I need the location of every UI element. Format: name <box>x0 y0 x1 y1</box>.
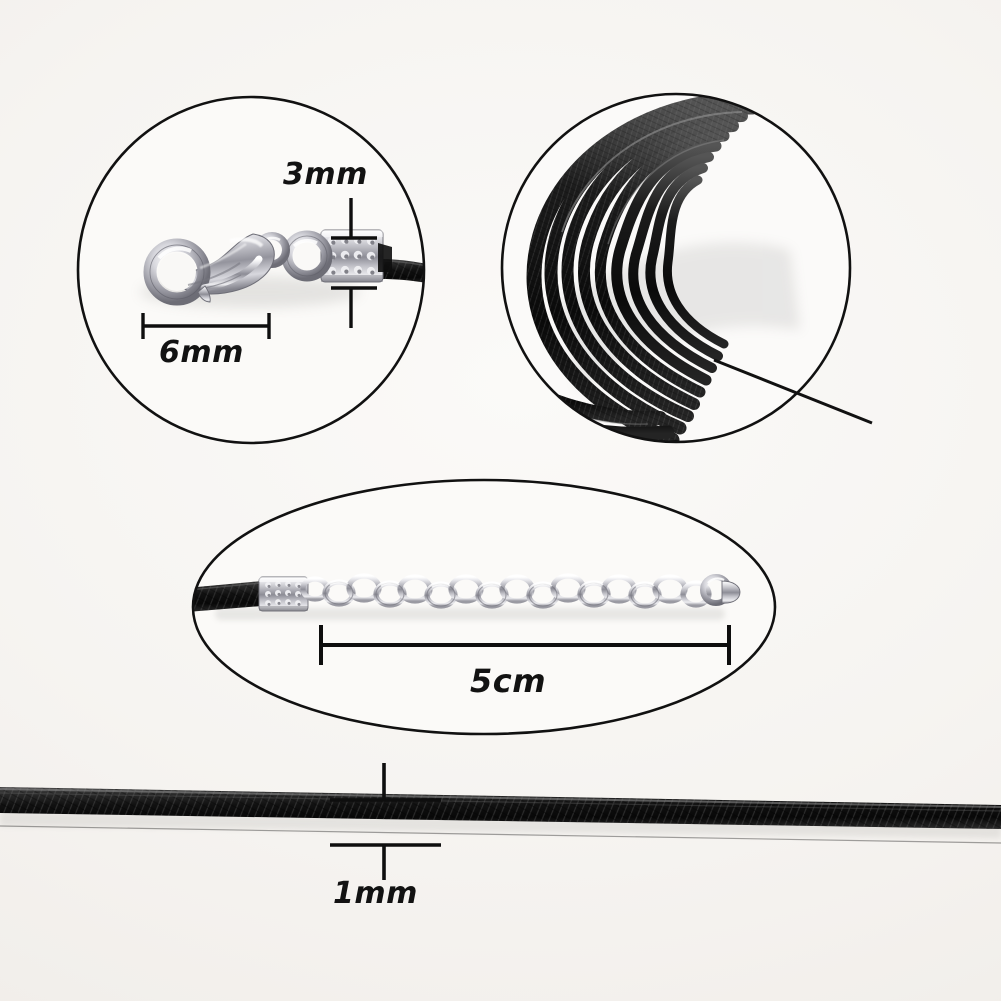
cord-thickness-photo <box>0 787 1001 844</box>
measure-6mm <box>141 313 271 339</box>
cord-callout-circle <box>500 92 852 444</box>
cord-stub <box>193 581 262 612</box>
extender-drop-tag <box>700 574 741 606</box>
measurement-label-3mm: 3mm <box>283 157 368 192</box>
cord-coil <box>502 94 772 442</box>
cord-callout-leader-line <box>713 358 873 425</box>
measure-5cm <box>319 625 731 665</box>
measurement-label-5cm: 5cm <box>470 662 547 700</box>
extender-chain-photo <box>193 480 775 734</box>
clasp-callout-circle <box>76 95 426 445</box>
extender-callout-ellipse <box>191 478 777 736</box>
lobster-clasp <box>143 233 275 306</box>
measurement-layer <box>141 198 731 880</box>
measurement-label-1mm: 1mm <box>333 876 418 911</box>
cord-coil-photo <box>502 94 850 442</box>
extender-end-cap <box>258 576 309 612</box>
callout-outline-layer <box>76 92 873 736</box>
measurement-label-6mm: 6mm <box>159 335 244 370</box>
measure-1mm <box>330 763 441 880</box>
measure-3mm <box>331 198 377 328</box>
clasp-closeup-photo <box>78 97 424 443</box>
